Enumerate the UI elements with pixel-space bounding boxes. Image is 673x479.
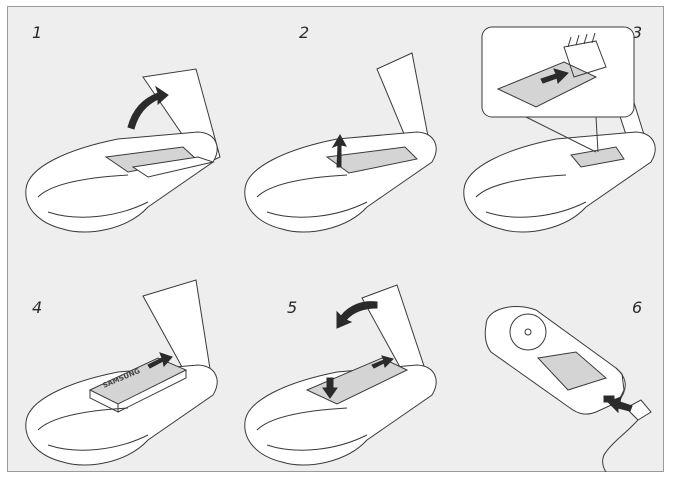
step-4-arrow-icon — [147, 352, 173, 369]
charger-plug — [625, 399, 652, 421]
step-2-arrow-icon — [331, 133, 347, 168]
step-1-panel: 1 — [8, 7, 227, 240]
step-6-number: 6 — [632, 298, 643, 317]
step-2-number: 2 — [299, 23, 310, 42]
step-3-illustration — [463, 26, 656, 233]
step-5-panel: 5 — [227, 240, 446, 473]
speaker-grill — [509, 313, 547, 351]
device-screen — [536, 351, 608, 391]
step-5-arrow-icon — [336, 301, 378, 329]
step-4-panel: 4 SAMSUNG — [8, 240, 227, 473]
step-3-arrow-icon — [540, 68, 569, 85]
instruction-diagram: 1 2 3 — [7, 6, 665, 473]
step-5-down-arrow-icon — [322, 377, 338, 399]
step-2-panel: 2 — [227, 7, 446, 240]
step-2-illustration — [244, 52, 437, 233]
step-1-illustration — [25, 68, 221, 233]
step-1-arrow-icon — [127, 85, 169, 130]
step-6-arrow-icon — [607, 396, 633, 414]
step-4-number: 4 — [32, 298, 43, 317]
step-1-number: 1 — [32, 23, 43, 42]
step-6-panel: 6 — [446, 240, 665, 473]
step-5-illustration — [244, 284, 437, 466]
step-3-number: 3 — [632, 23, 643, 42]
step-5-side-arrow-icon — [371, 355, 394, 369]
step-5-number: 5 — [287, 298, 298, 317]
step-4-illustration: SAMSUNG — [25, 279, 218, 466]
charger-cable — [602, 412, 645, 473]
step-6-illustration — [484, 306, 652, 473]
step-3-panel: 3 — [446, 7, 665, 240]
